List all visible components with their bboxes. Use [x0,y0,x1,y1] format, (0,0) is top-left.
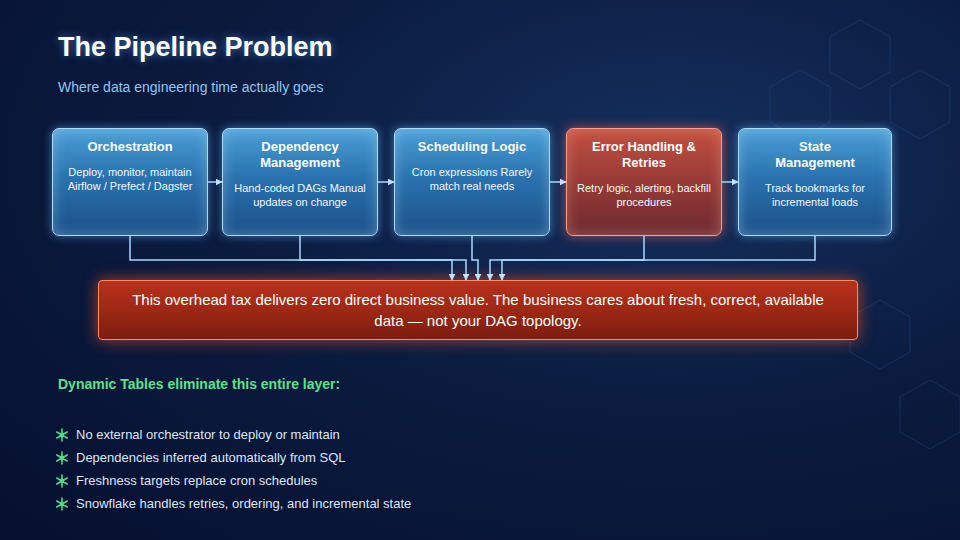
flow-arrow [722,181,738,183]
alert-box: Error Handling & RetriesRetry logic, ale… [566,128,722,236]
bullet-text: Snowflake handles retries, ordering, and… [76,496,411,511]
flow-arrow [378,181,394,183]
box-body: Track bookmarks for incremental loads [739,171,891,209]
subtitle: Where data engineering time actually goe… [58,79,323,95]
snowflake-bullet [57,452,67,464]
process-box: OrchestrationDeploy, monitor, maintain A… [52,128,208,236]
bullet-text: Freshness targets replace cron schedules [76,473,317,488]
snowflake-bullet [57,475,67,487]
snowflake-bullets [57,429,67,510]
box-body: Deploy, monitor, maintain Airflow / Pref… [53,155,207,193]
box-body: Retry logic, alerting, backfill procedur… [567,171,721,209]
section-heading: Dynamic Tables eliminate this entire lay… [58,376,340,392]
bullet-text: No external orchestrator to deploy or ma… [76,427,340,442]
snowflake-bullet [57,498,67,510]
box-heading: State Management [739,129,891,171]
flow-arrow [502,236,815,280]
box-heading: Scheduling Logic [395,129,549,155]
process-box: Scheduling LogicCron expressions Rarely … [394,128,550,236]
flow-arrow [130,236,452,280]
snowflake-bullet [57,429,67,441]
box-heading: Error Handling & Retries [567,129,721,171]
process-box: State ManagementTrack bookmarks for incr… [738,128,892,236]
box-body: Cron expressions Rarely match real needs [395,155,549,193]
bullet-text: Dependencies inferred automatically from… [76,450,346,465]
box-body: Hand-coded DAGs Manual updates on change [223,171,377,209]
process-box: Dependency ManagementHand-coded DAGs Man… [222,128,378,236]
box-heading: Orchestration [53,129,207,155]
flow-arrow [490,236,644,280]
box-heading: Dependency Management [223,129,377,171]
flow-arrow [472,236,478,280]
callout-banner: This overhead tax delivers zero direct b… [98,280,858,340]
banner-text-wrap: This overhead tax delivers zero direct b… [127,289,829,331]
flow-arrow [208,181,222,183]
slide-title: The Pipeline Problem [58,32,333,63]
flow-arrow [550,181,566,183]
flow-arrow [300,236,466,280]
banner-text: This overhead tax delivers zero direct b… [127,289,829,331]
